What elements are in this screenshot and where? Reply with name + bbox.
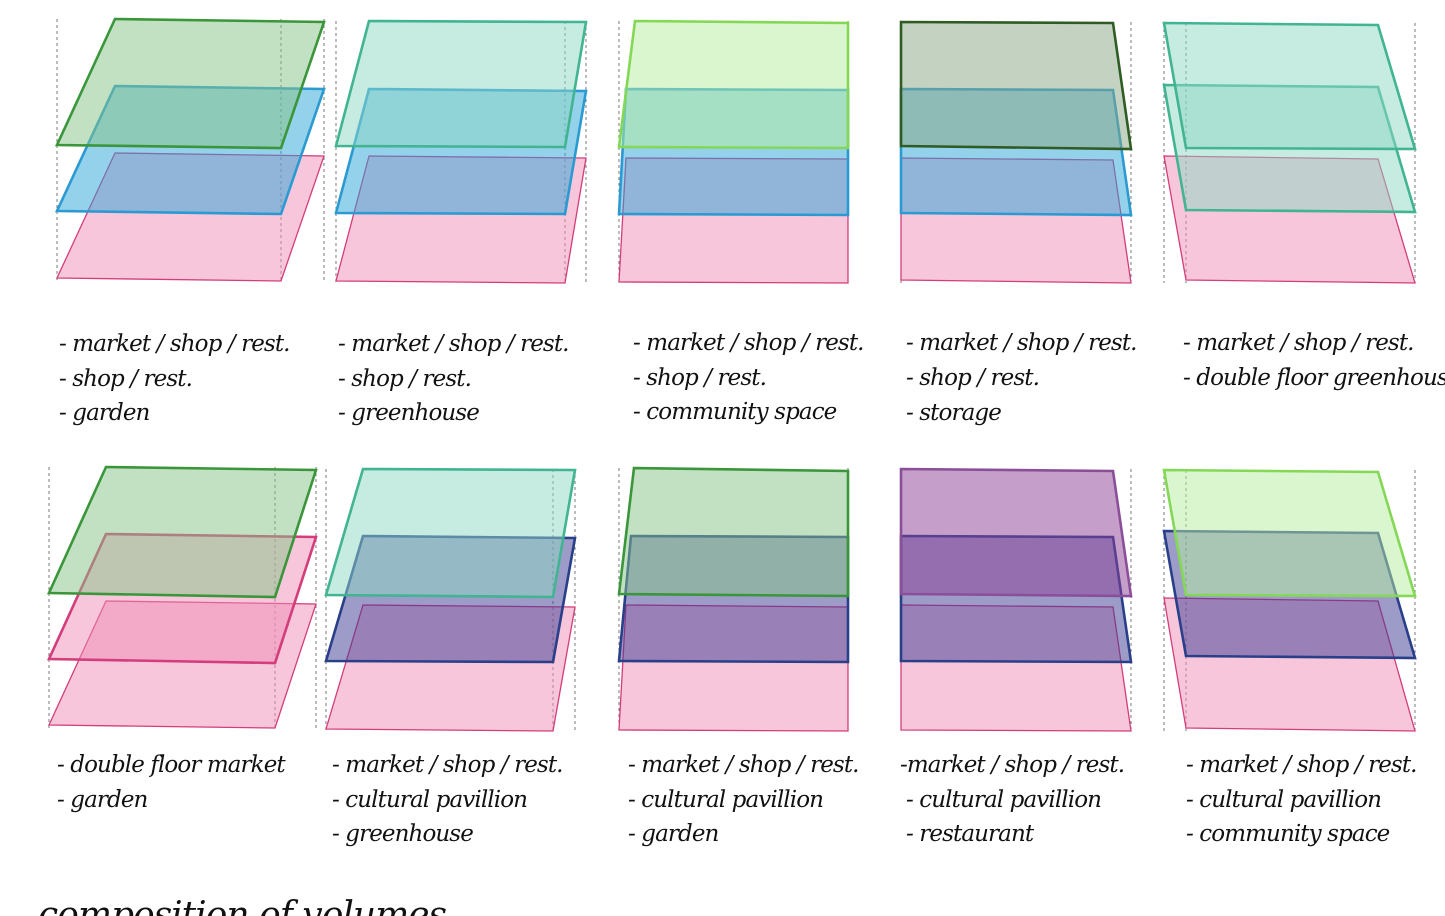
diagram-5-caption: - double floor greenhouse bbox=[1183, 365, 1445, 391]
diagram-8-caption: - market / shop / rest. bbox=[628, 752, 859, 778]
diagram-3-caption: - market / shop / rest. bbox=[633, 330, 864, 356]
top-floor-slab-olive bbox=[899, 20, 1133, 151]
diagram-9-caption: -market / shop / rest. bbox=[900, 752, 1124, 778]
top-floor-slab-lime bbox=[617, 19, 850, 150]
diagram-1 bbox=[54, 17, 326, 282]
diagram-3-caption: - community space bbox=[633, 399, 837, 425]
diagram-9 bbox=[899, 467, 1133, 732]
top-floor-slab-mint bbox=[1162, 21, 1417, 151]
diagram-7-caption: - cultural pavillion bbox=[332, 787, 527, 813]
diagram-4 bbox=[899, 20, 1133, 284]
slabs-layer bbox=[46, 17, 1417, 732]
diagram-6-caption: - double floor market bbox=[57, 752, 286, 778]
diagram-4-caption: - market / shop / rest. bbox=[906, 330, 1137, 356]
top-floor-slab-lime bbox=[1162, 468, 1417, 598]
top-floor-slab-purple bbox=[899, 467, 1133, 598]
captions-layer: - market / shop / rest. - shop / rest. - g… bbox=[57, 330, 1445, 847]
diagram-10-caption: - market / shop / rest. bbox=[1186, 752, 1417, 778]
top-floor-slab-green bbox=[54, 17, 326, 150]
diagram-8-caption: - garden bbox=[628, 821, 719, 847]
diagram-1-caption: - market / shop / rest. bbox=[59, 331, 290, 357]
diagram-3-caption: - shop / rest. bbox=[633, 365, 766, 391]
diagram-2-caption: - greenhouse bbox=[338, 400, 479, 426]
diagram-5-caption: - market / shop / rest. bbox=[1183, 330, 1414, 356]
diagram-1-caption: - shop / rest. bbox=[59, 366, 192, 392]
diagram-2-caption: - market / shop / rest. bbox=[338, 331, 569, 357]
diagram-10 bbox=[1162, 468, 1417, 732]
diagram-4-caption: - storage bbox=[906, 400, 1001, 426]
diagram-7 bbox=[324, 467, 577, 732]
diagram-7-caption: - market / shop / rest. bbox=[332, 752, 563, 778]
diagram-6 bbox=[46, 465, 318, 729]
diagram-8-caption: - cultural pavillion bbox=[628, 787, 823, 813]
diagram-9-caption: - restaurant bbox=[906, 821, 1035, 847]
diagram-10-caption: - cultural pavillion bbox=[1186, 787, 1381, 813]
diagram-6-caption: - garden bbox=[57, 787, 148, 813]
top-floor-slab-mint bbox=[334, 19, 588, 149]
diagram-8 bbox=[617, 466, 850, 732]
top-floor-slab-green bbox=[47, 465, 318, 599]
diagram-10-caption: - community space bbox=[1186, 821, 1390, 847]
diagram-7-caption: - greenhouse bbox=[332, 821, 473, 847]
diagram-4-caption: - shop / rest. bbox=[906, 365, 1039, 391]
diagram-5 bbox=[1162, 21, 1417, 284]
top-floor-slab-mint bbox=[324, 467, 577, 599]
top-floor-slab-green bbox=[617, 466, 850, 598]
diagram-9-caption: - cultural pavillion bbox=[906, 787, 1101, 813]
diagram-2 bbox=[334, 19, 588, 284]
diagram-3 bbox=[617, 19, 850, 284]
diagram-2-caption: - shop / rest. bbox=[338, 366, 471, 392]
diagram-1-caption: - garden bbox=[59, 400, 150, 426]
diagram-title: composition of volumes bbox=[38, 895, 447, 916]
